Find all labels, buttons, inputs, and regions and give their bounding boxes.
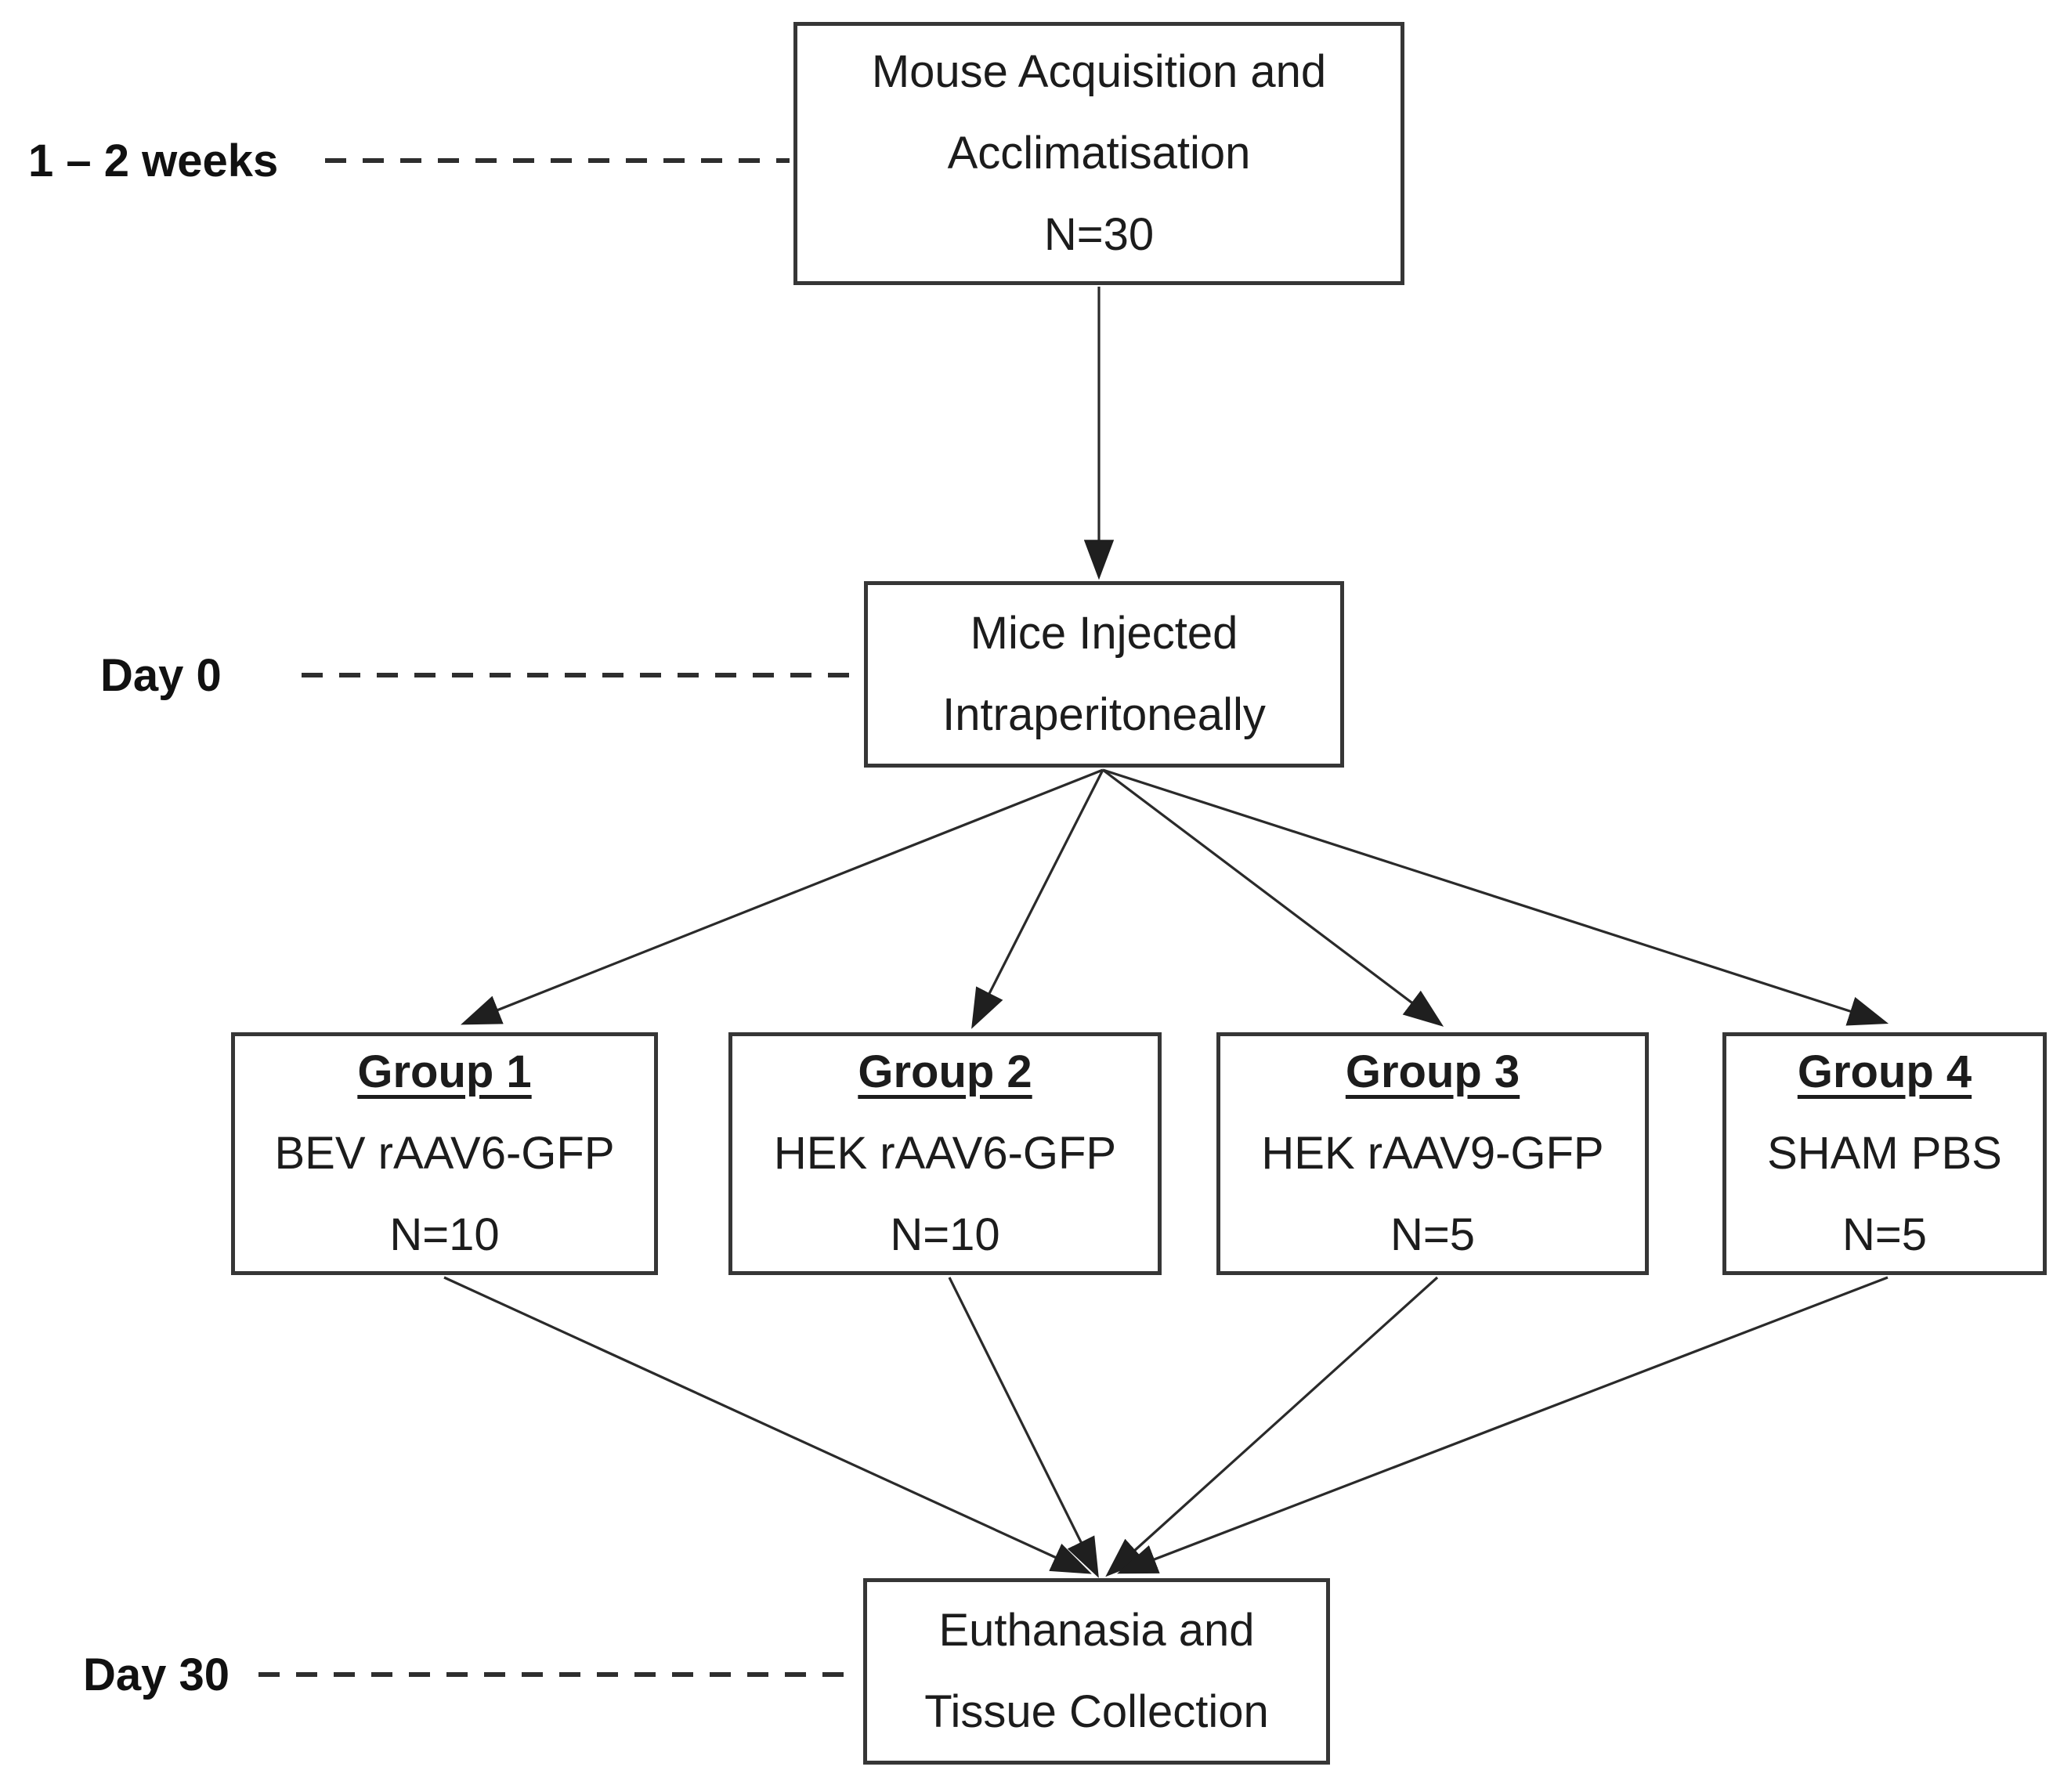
node-euthanasia-tissue-collection: Euthanasia and Tissue Collection [863, 1578, 1330, 1765]
group2-treatment: HEK rAAV6-GFP [773, 1128, 1117, 1179]
node-mice-injected: Mice Injected Intraperitoneally [864, 581, 1344, 768]
group2-title: Group 2 [858, 1046, 1032, 1097]
group4-sample-size: N=5 [1841, 1209, 1927, 1260]
arrow-group2-to-endpoint [948, 1277, 1099, 1578]
group1-treatment: BEV rAAV6-GFP [274, 1128, 615, 1179]
group3-treatment: HEK rAAV9-GFP [1261, 1128, 1604, 1179]
endpoint-text-line2: Tissue Collection [924, 1686, 1269, 1737]
node-group-4: Group 4 SHAM PBS N=5 [1722, 1032, 2047, 1275]
arrow-injection-to-group1 [461, 768, 1104, 1025]
acquisition-text-line1: Mouse Acquisition and [871, 46, 1327, 97]
group4-title: Group 4 [1797, 1046, 1972, 1097]
group1-title: Group 1 [357, 1046, 532, 1097]
group3-sample-size: N=5 [1390, 1209, 1475, 1260]
node-mouse-acquisition: Mouse Acquisition and Acclimatisation N=… [793, 22, 1404, 285]
node-group-3: Group 3 HEK rAAV9-GFP N=5 [1216, 1032, 1649, 1275]
arrow-group4-to-endpoint [1117, 1276, 1888, 1574]
timeline-label-acclimatisation-period: 1 – 2 weeks [28, 135, 279, 186]
flow-arrows [443, 287, 1889, 1578]
node-group-2: Group 2 HEK rAAV6-GFP N=10 [728, 1032, 1162, 1275]
arrow-injection-to-group3 [1102, 768, 1444, 1027]
group2-sample-size: N=10 [890, 1209, 1000, 1260]
injection-text-line1: Mice Injected [970, 608, 1238, 659]
arrow-group3-to-endpoint [1105, 1276, 1439, 1577]
arrow-injection-to-group4 [1102, 768, 1889, 1026]
timeline-label-day0: Day 0 [100, 649, 222, 701]
acquisition-text-line2: Acclimatisation [947, 128, 1251, 179]
node-group-1: Group 1 BEV rAAV6-GFP N=10 [231, 1032, 658, 1275]
group4-treatment: SHAM PBS [1767, 1128, 2002, 1179]
group1-sample-size: N=10 [389, 1209, 500, 1260]
acquisition-sample-size: N=30 [1043, 209, 1155, 260]
dashed-leader-lines [258, 158, 860, 1677]
endpoint-text-line1: Euthanasia and [938, 1605, 1255, 1656]
arrow-injection-to-group2 [971, 769, 1104, 1029]
group3-title: Group 3 [1345, 1046, 1520, 1097]
injection-text-line2: Intraperitoneally [942, 689, 1266, 740]
arrow-group1-to-endpoint [443, 1276, 1092, 1574]
timeline-label-day30: Day 30 [83, 1649, 230, 1700]
